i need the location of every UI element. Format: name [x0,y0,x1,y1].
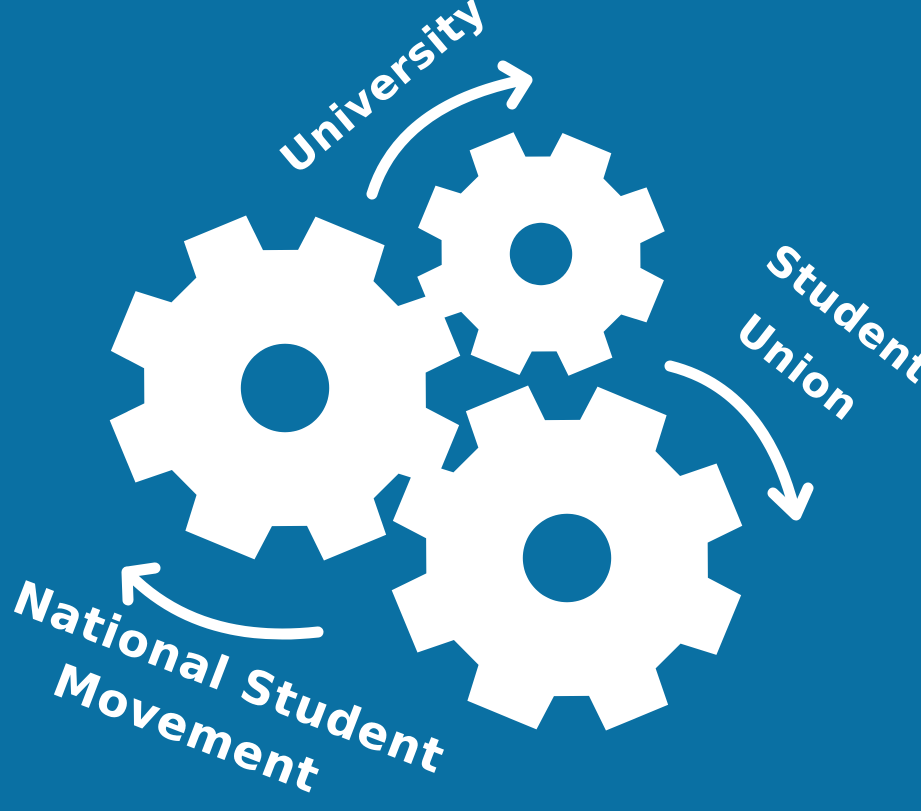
university-label: University [271,0,495,184]
curved-arrow-icon [121,562,324,640]
curved-arrow-icon [664,360,814,521]
curved-arrow-icon [366,60,533,200]
